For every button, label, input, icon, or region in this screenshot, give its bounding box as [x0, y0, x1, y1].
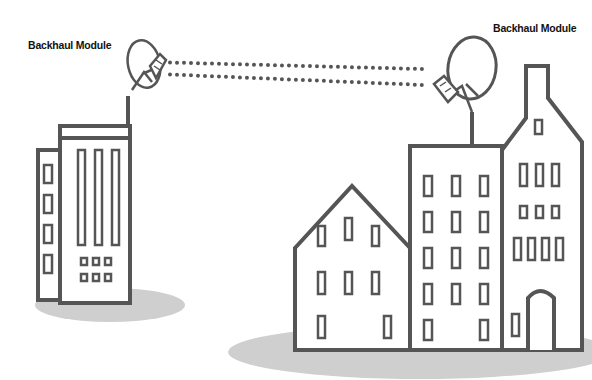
window — [480, 176, 488, 196]
window — [452, 284, 460, 304]
window — [512, 314, 519, 336]
window — [452, 248, 460, 268]
window — [81, 258, 87, 265]
window — [81, 274, 87, 281]
window — [105, 274, 111, 281]
window — [424, 176, 432, 196]
module-label: Backhaul Module — [28, 39, 111, 51]
window — [372, 226, 379, 246]
roof-cap — [60, 126, 130, 138]
module-label: Backhaul Module — [493, 22, 576, 34]
window — [528, 238, 535, 260]
wireless-link — [170, 63, 428, 86]
window — [95, 150, 102, 245]
window — [536, 164, 543, 186]
backhaul-module: Backhaul Module — [126, 38, 166, 98]
window — [318, 272, 325, 294]
window — [480, 320, 488, 340]
window — [535, 120, 542, 134]
window — [514, 238, 521, 260]
window — [556, 238, 563, 260]
window — [44, 165, 52, 183]
mast — [470, 112, 474, 146]
window — [424, 212, 432, 232]
window — [520, 206, 527, 218]
building — [410, 146, 502, 350]
house — [295, 186, 410, 350]
building — [502, 66, 582, 350]
dish-antenna — [126, 38, 166, 98]
window — [44, 195, 52, 213]
window — [452, 212, 460, 232]
window — [552, 206, 559, 218]
door — [528, 291, 554, 350]
window — [520, 164, 527, 186]
window — [318, 316, 325, 338]
window — [105, 258, 111, 265]
window — [480, 248, 488, 268]
window — [424, 248, 432, 268]
window — [372, 272, 379, 294]
dish-antenna — [432, 36, 498, 116]
window — [112, 150, 119, 245]
window — [93, 258, 99, 265]
window — [44, 255, 52, 273]
window — [424, 320, 432, 340]
window — [552, 164, 559, 186]
mast — [126, 96, 130, 126]
window — [345, 272, 352, 294]
window — [384, 316, 391, 338]
window — [93, 274, 99, 281]
window — [345, 218, 352, 240]
window — [424, 284, 432, 304]
window — [542, 238, 549, 260]
backhaul-module: Backhaul Module — [432, 36, 498, 116]
building — [38, 150, 60, 300]
window — [452, 176, 460, 196]
window — [480, 212, 488, 232]
window — [480, 284, 488, 304]
window — [78, 150, 85, 245]
window — [536, 206, 543, 218]
window — [44, 225, 52, 243]
window — [318, 226, 325, 246]
building — [60, 138, 130, 303]
